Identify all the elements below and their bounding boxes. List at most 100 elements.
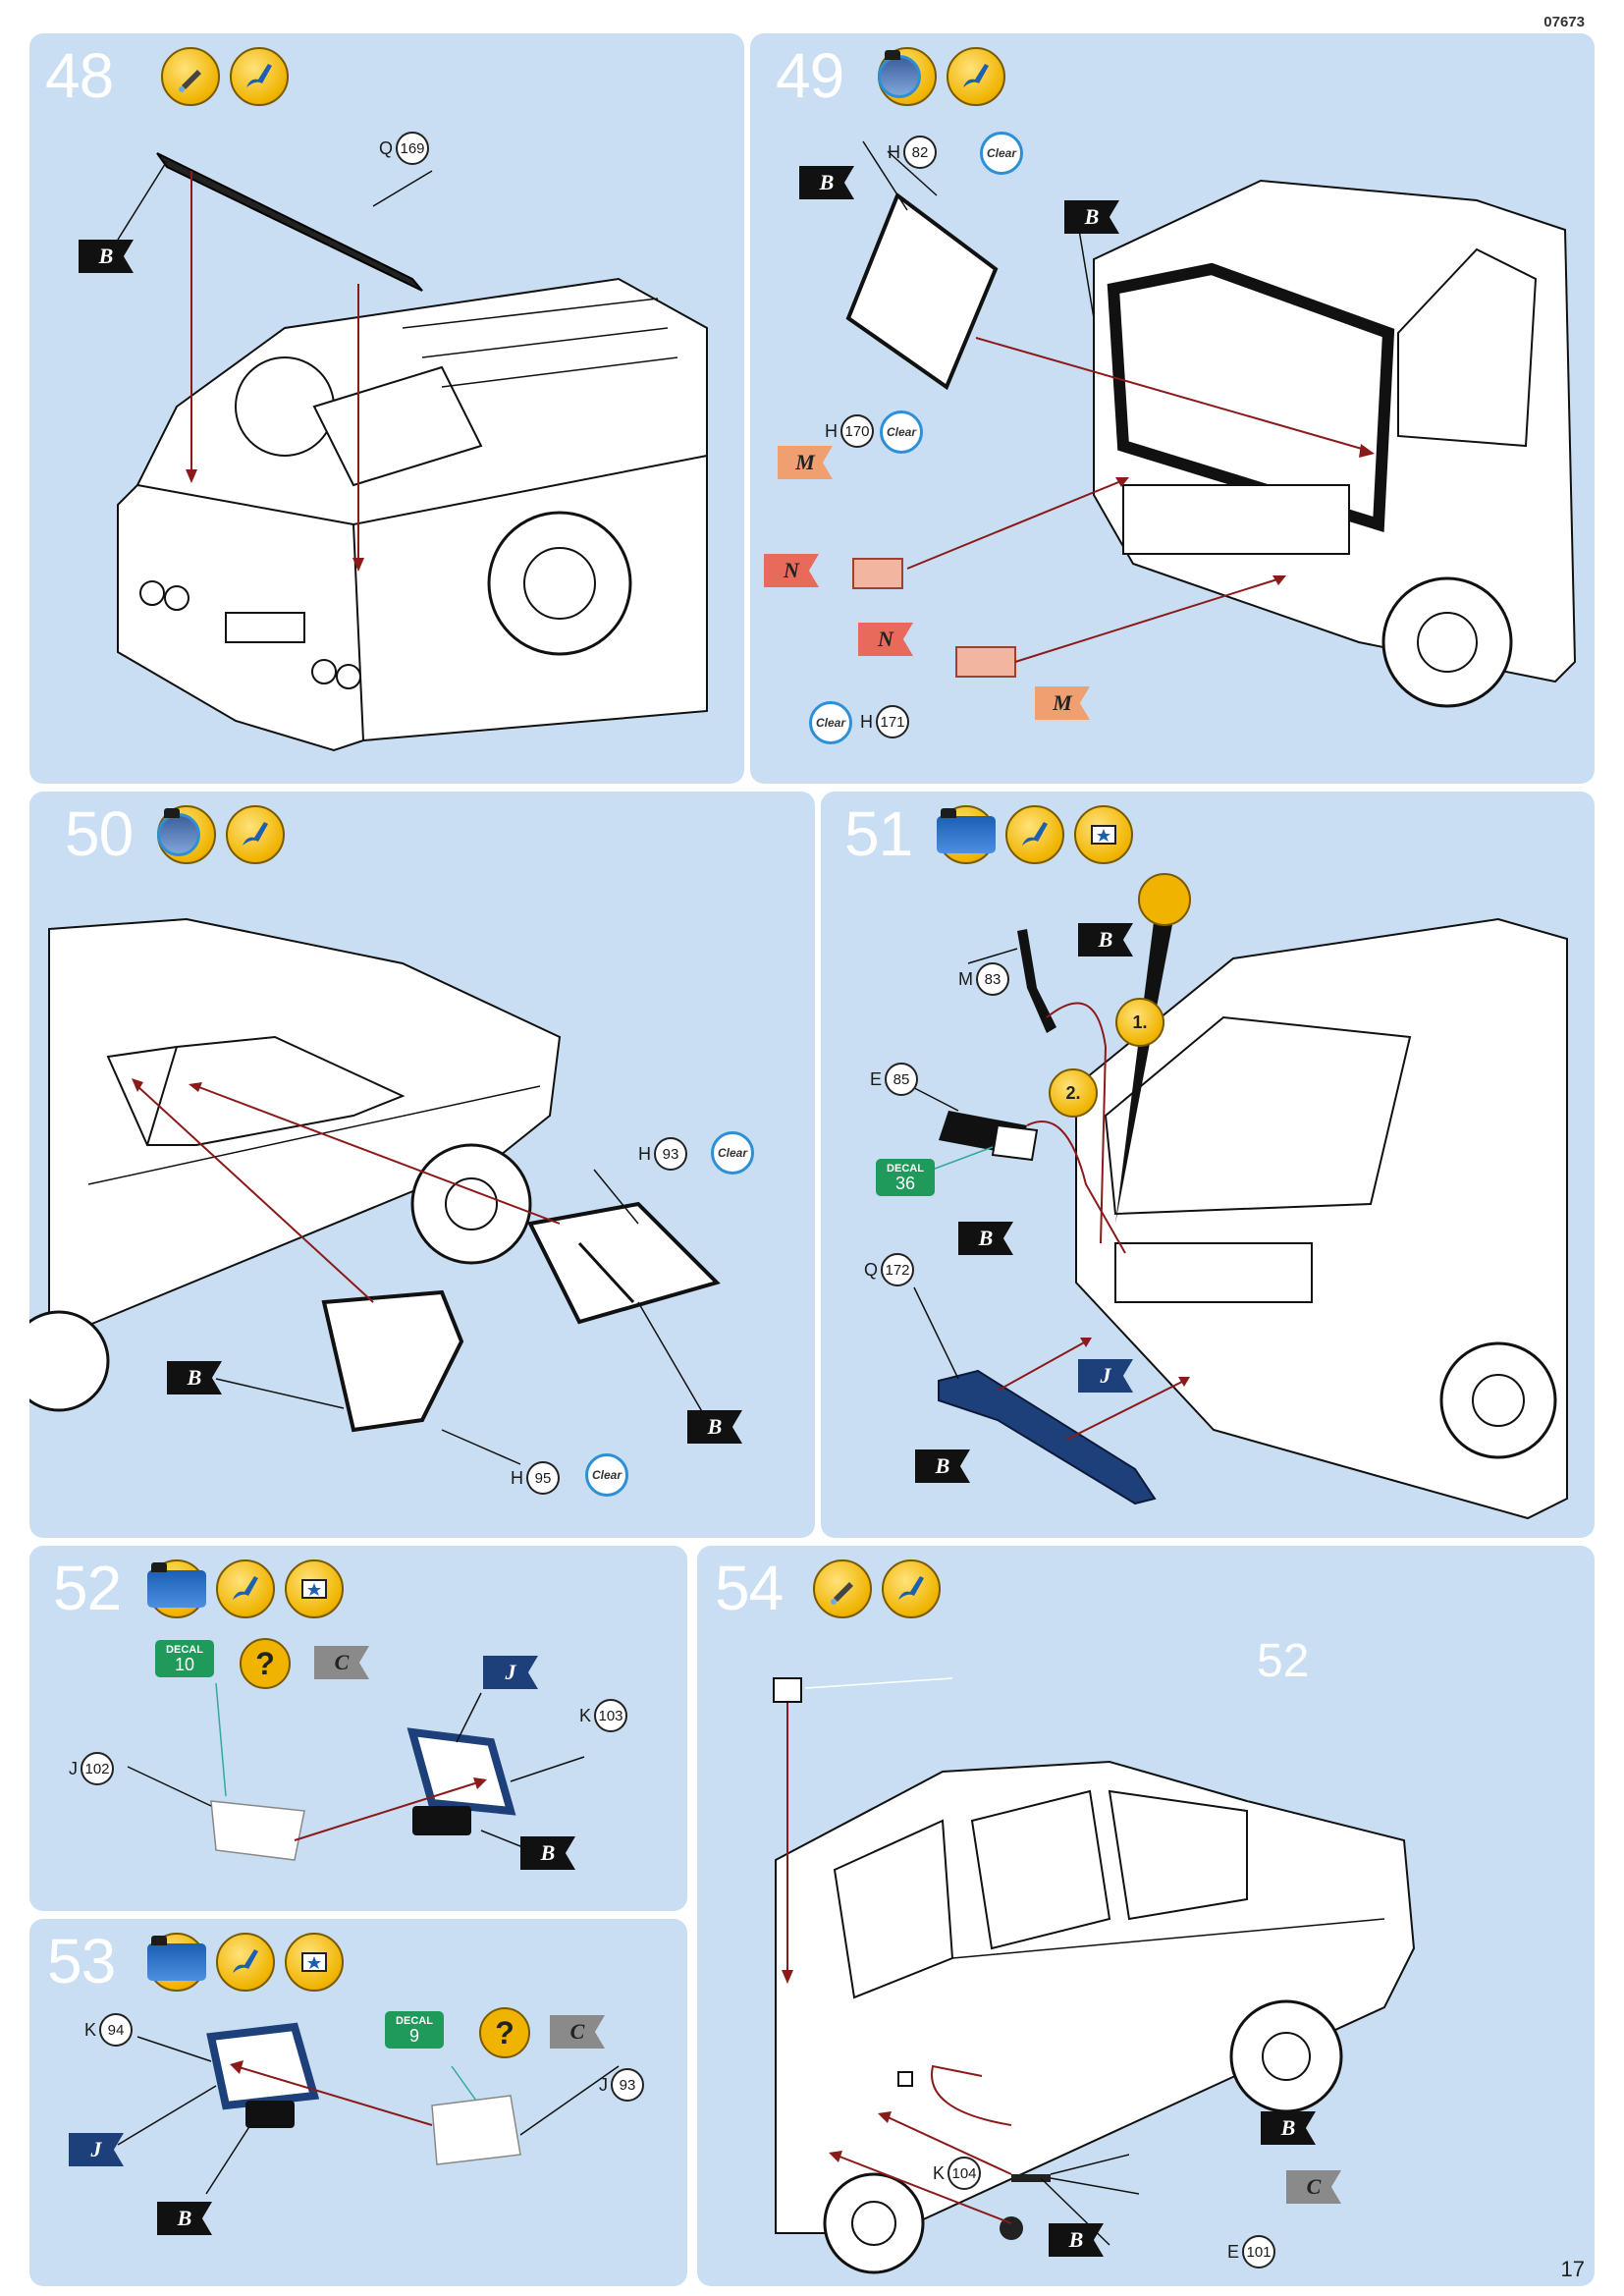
document-code: 07673 bbox=[1543, 14, 1585, 30]
step-52-panel: 52 DECAL 10 ? C J K 103 J 102 B bbox=[29, 1546, 687, 1911]
step-49-drawing bbox=[845, 140, 1577, 708]
glue-icon bbox=[813, 1559, 872, 1618]
decal-water-icon bbox=[285, 1933, 344, 1992]
part-label-h171: H 171 bbox=[860, 705, 909, 738]
sub-step-badge: 2. bbox=[1049, 1068, 1098, 1118]
part-number-ring: 94 bbox=[99, 2013, 134, 2047]
decal-soft-bottle-icon bbox=[147, 1936, 206, 1981]
paint-brush-icon bbox=[882, 1559, 941, 1618]
part-number-ring: 82 bbox=[903, 136, 937, 169]
step-51-panel: 51 M 83 B 1. 2. bbox=[821, 792, 1595, 1538]
part-label-e101: E 101 bbox=[1227, 2235, 1276, 2269]
step-icons bbox=[161, 47, 289, 106]
clear-part-icon: Clear bbox=[809, 701, 852, 744]
step-number: 49 bbox=[776, 40, 844, 111]
clear-part-icon: Clear bbox=[880, 410, 923, 454]
part-letter: K bbox=[933, 2162, 946, 2183]
decal-title: DECAL bbox=[396, 2014, 433, 2027]
decal-9-badge: DECAL 9 bbox=[385, 2011, 444, 2049]
clear-glue-bottle-icon bbox=[157, 808, 200, 856]
decal-water-icon bbox=[285, 1559, 344, 1618]
sub-step-badge: 1. bbox=[1115, 998, 1164, 1047]
part-label-h82: H 82 bbox=[888, 136, 937, 169]
part-letter: H bbox=[888, 141, 900, 162]
clear-part-icon: Clear bbox=[711, 1131, 754, 1175]
part-label-k104: K 104 bbox=[933, 2157, 982, 2190]
step-number: 51 bbox=[844, 798, 913, 869]
part-number-ring: 102 bbox=[81, 1752, 114, 1785]
part-number-ring: 172 bbox=[881, 1253, 915, 1286]
step-number: 53 bbox=[47, 1926, 116, 1996]
decal-10-badge: DECAL 10 bbox=[155, 1640, 214, 1677]
color-flag-n: N bbox=[764, 554, 819, 587]
part-label-m83: M 83 bbox=[958, 962, 1009, 996]
part-number-ring: 85 bbox=[885, 1063, 919, 1096]
part-number-ring: 93 bbox=[654, 1137, 687, 1171]
part-label-h170: H 170 bbox=[825, 414, 874, 448]
paint-brush-icon bbox=[1005, 805, 1064, 864]
part-letter: M bbox=[958, 968, 973, 989]
step-51-drawing bbox=[891, 873, 1568, 1520]
step-icons bbox=[937, 805, 1133, 864]
part-letter: H bbox=[860, 711, 873, 732]
part-number-ring: 93 bbox=[611, 2068, 644, 2102]
part-number-ring: 169 bbox=[396, 132, 430, 165]
part-label-q172: Q 172 bbox=[864, 1253, 915, 1286]
referenced-step-number: 52 bbox=[1257, 1635, 1310, 1687]
color-flag-b: B bbox=[1049, 2223, 1104, 2257]
part-number-ring: 171 bbox=[876, 705, 909, 738]
color-flag-b: B bbox=[1261, 2111, 1316, 2145]
part-letter: J bbox=[599, 2074, 608, 2095]
step-52-drawing bbox=[127, 1682, 585, 1861]
part-letter: E bbox=[870, 1068, 883, 1089]
part-letter: K bbox=[84, 2019, 97, 2040]
part-number-ring: 101 bbox=[1242, 2235, 1276, 2269]
part-label-h93: H 93 bbox=[638, 1137, 687, 1171]
part-number-ring: 83 bbox=[976, 962, 1009, 996]
part-letter: H bbox=[638, 1143, 651, 1164]
part-letter: H bbox=[511, 1467, 523, 1488]
part-letter: Q bbox=[379, 137, 394, 158]
step-54-panel: 54 52 B C K 104 B E 101 bbox=[697, 1546, 1595, 2286]
step-number: 48 bbox=[45, 40, 114, 111]
step-number: 50 bbox=[65, 798, 134, 869]
decal-soft-bottle-icon bbox=[147, 1562, 206, 1608]
part-label-j102: J 102 bbox=[69, 1752, 114, 1785]
step-icons bbox=[878, 47, 1005, 106]
decal-soft-bottle-icon bbox=[937, 808, 996, 853]
part-label-k103: K 103 bbox=[579, 1699, 628, 1732]
paint-brush-icon bbox=[216, 1933, 275, 1992]
decal-title: DECAL bbox=[166, 1643, 203, 1656]
glue-icon bbox=[161, 47, 220, 106]
paint-brush-icon bbox=[226, 805, 285, 864]
clear-part-icon: Clear bbox=[980, 132, 1023, 175]
part-label-e85: E 85 bbox=[870, 1063, 919, 1096]
step-number: 54 bbox=[715, 1553, 784, 1623]
clear-part-icon: Clear bbox=[585, 1453, 628, 1497]
part-letter: Q bbox=[864, 1259, 879, 1280]
optional-question-icon: ? bbox=[240, 1638, 291, 1689]
step-48-drawing bbox=[117, 152, 708, 752]
step-48-panel: 48 Q 169 B bbox=[29, 33, 744, 784]
part-label-h95: H 95 bbox=[511, 1461, 560, 1495]
step-50-drawing bbox=[29, 917, 721, 1465]
step-icons bbox=[157, 805, 285, 864]
step-number: 52 bbox=[53, 1553, 122, 1623]
optional-question-icon: ? bbox=[479, 2007, 530, 2058]
part-number-ring: 104 bbox=[947, 2157, 982, 2190]
step-icons bbox=[147, 1933, 344, 1992]
part-number-ring: 95 bbox=[526, 1461, 560, 1495]
page-number: 17 bbox=[1560, 2257, 1585, 2281]
part-letter: J bbox=[69, 1758, 78, 1778]
decal-number: 36 bbox=[894, 1173, 916, 1193]
part-label-j93: J 93 bbox=[599, 2068, 644, 2102]
step-53-drawing bbox=[117, 2022, 620, 2195]
decal-water-icon bbox=[1074, 805, 1133, 864]
step-53-panel: 53 K 94 DECAL 9 ? C J 93 J B bbox=[29, 1919, 687, 2286]
part-number-ring: 103 bbox=[594, 1699, 628, 1732]
step-icons bbox=[147, 1559, 344, 1618]
step-49-panel: 49 H 82 Clear B B H 170 Clear bbox=[750, 33, 1595, 784]
part-letter: H bbox=[825, 420, 838, 441]
clear-glue-bottle-icon bbox=[878, 50, 921, 98]
paint-brush-icon bbox=[230, 47, 289, 106]
